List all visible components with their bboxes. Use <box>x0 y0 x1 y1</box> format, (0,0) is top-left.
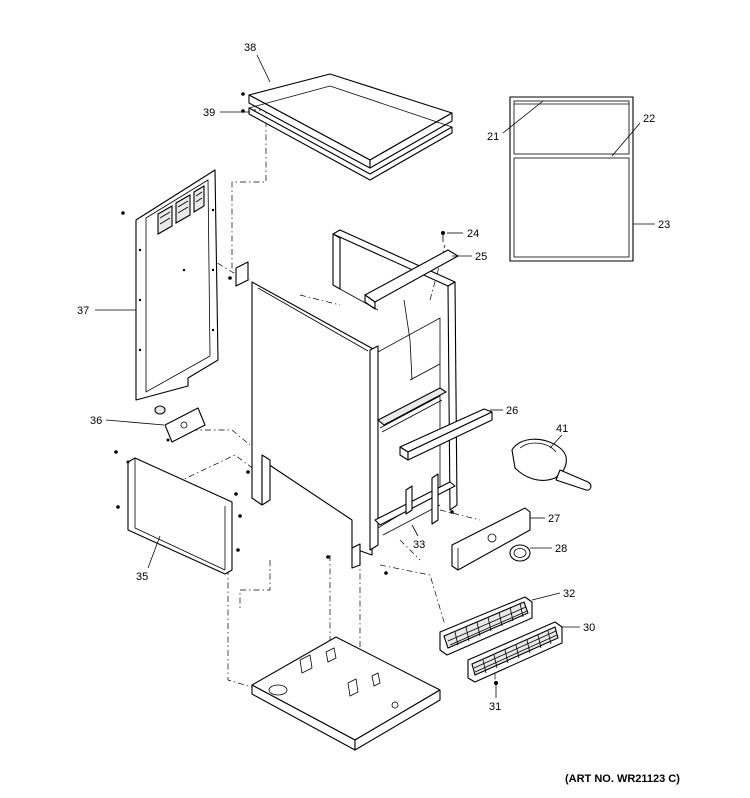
screw-icon <box>241 92 245 96</box>
screw-icon <box>116 505 120 509</box>
callout-41: 41 <box>556 423 568 435</box>
leader-lines <box>95 54 655 698</box>
screw-icon <box>246 470 250 474</box>
art-number-label: (ART NO. WR21123 C) <box>565 773 680 785</box>
base-pan-part <box>251 636 441 751</box>
door-panel-part <box>509 96 634 262</box>
top-cover-part <box>248 73 453 169</box>
access-cover-part <box>154 405 206 443</box>
screw-icon <box>450 510 454 514</box>
callout-24: 24 <box>467 228 479 240</box>
kick-panel-part <box>126 457 233 575</box>
callout-26: 26 <box>506 405 518 417</box>
callout-labels: 38 39 21 22 23 24 25 26 41 27 28 32 30 3… <box>77 42 670 713</box>
rear-vent-louvers <box>157 185 205 235</box>
handle-part <box>399 408 493 461</box>
screw-icon <box>234 492 238 496</box>
callout-35: 35 <box>136 571 148 583</box>
cabinet-frame-part <box>235 229 459 569</box>
callout-32: 32 <box>563 588 575 600</box>
grille-part <box>439 596 533 656</box>
screw-icon <box>121 211 125 215</box>
callout-22: 22 <box>643 113 655 125</box>
callout-27: 27 <box>548 513 560 525</box>
callout-38: 38 <box>244 42 256 54</box>
callout-23: 23 <box>658 219 670 231</box>
drain-ring-part <box>509 544 531 562</box>
callout-37: 37 <box>77 305 89 317</box>
top-gasket-part <box>248 85 453 181</box>
callout-25: 25 <box>475 251 487 263</box>
screw-icon <box>326 555 330 559</box>
screw-icon <box>228 276 232 280</box>
callout-30: 30 <box>583 622 595 634</box>
screw-icon <box>384 571 388 575</box>
callout-28: 28 <box>555 543 567 555</box>
callout-36: 36 <box>90 415 102 427</box>
screw-icon <box>494 681 498 685</box>
callout-39: 39 <box>203 107 215 119</box>
ice-scoop-part <box>511 438 592 491</box>
callout-21: 21 <box>487 131 499 143</box>
screw-icon <box>236 548 240 552</box>
lower-front-panel-part <box>451 507 531 571</box>
callout-31: 31 <box>489 701 501 713</box>
filter-screen-part <box>467 621 563 683</box>
screw-icon <box>238 514 242 518</box>
rear-panel-part <box>135 169 219 401</box>
screw-icon <box>114 450 118 454</box>
callout-33: 33 <box>413 539 425 551</box>
